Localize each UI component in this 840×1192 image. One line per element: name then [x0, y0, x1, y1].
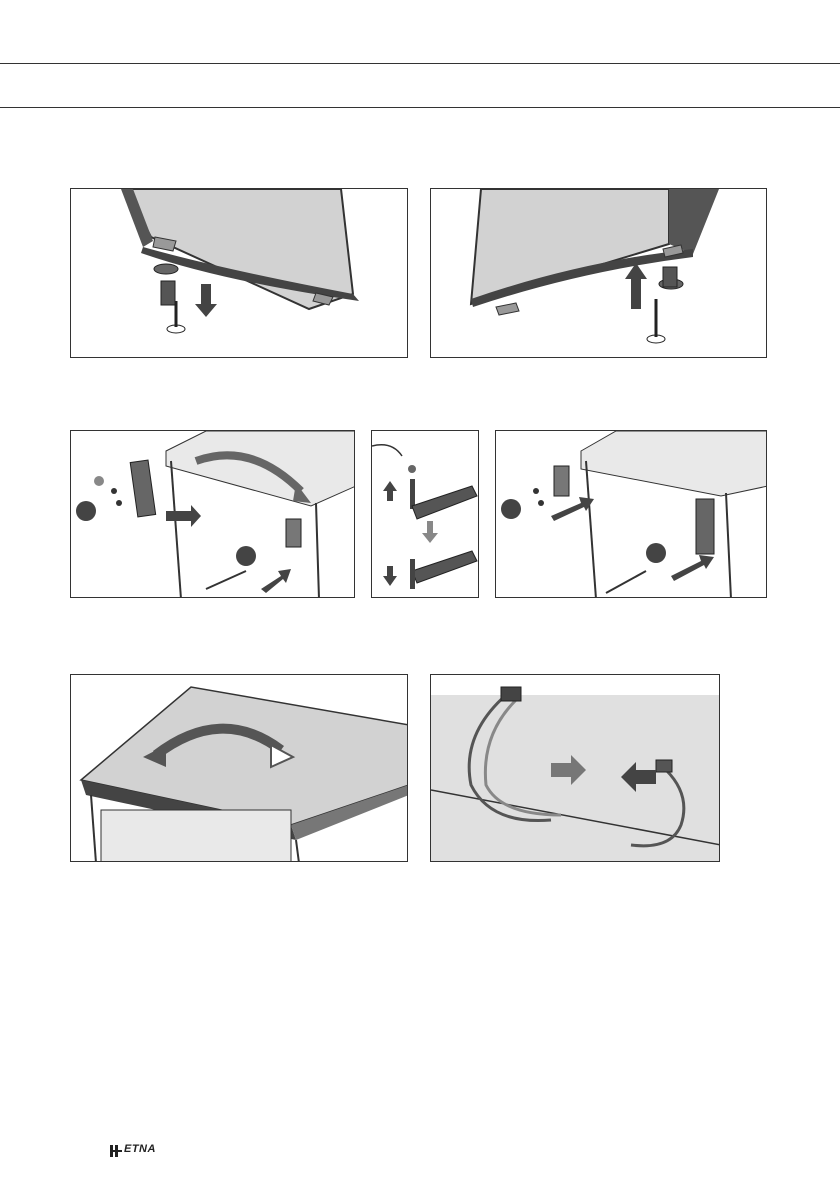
- hinge-removal-illustration: [71, 431, 355, 598]
- hinge-installation-illustration: [496, 431, 767, 598]
- figure-cable-connection: [430, 674, 720, 862]
- figure-hinge-pin-swap: [371, 430, 479, 598]
- top-cover-rotate-illustration: [71, 675, 408, 862]
- figure-hinge-installation: [495, 430, 767, 598]
- figure-top-cover-rotate: [70, 674, 408, 862]
- figure-hinge-removal: [70, 430, 355, 598]
- header-rule-top: [0, 63, 840, 64]
- hinge-pin-swap-illustration: [372, 431, 479, 598]
- header-rule-bottom: [0, 107, 840, 108]
- etna-logo-mark-icon: [110, 1144, 124, 1158]
- foot-installation-illustration: [431, 189, 767, 358]
- figure-foot-installation: [430, 188, 767, 358]
- cable-connection-illustration: [431, 675, 720, 862]
- foot-removal-illustration: [71, 189, 408, 358]
- brand-logo-text: ETNA: [124, 1143, 156, 1155]
- figure-foot-removal: [70, 188, 408, 358]
